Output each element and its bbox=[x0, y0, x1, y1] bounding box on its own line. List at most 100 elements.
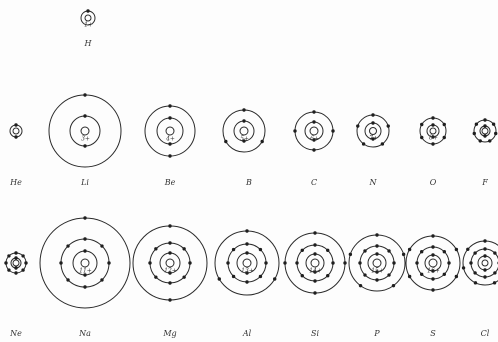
atom-be: 4+ Be bbox=[145, 104, 195, 187]
electron bbox=[312, 110, 315, 113]
electron bbox=[14, 251, 17, 254]
nucleus bbox=[81, 127, 89, 135]
electron bbox=[493, 281, 496, 284]
nuclear-charge-label: 4+ bbox=[165, 136, 175, 143]
electron bbox=[313, 231, 316, 234]
electron-shell bbox=[285, 233, 345, 293]
electron bbox=[168, 251, 171, 254]
electron bbox=[420, 273, 423, 276]
electron bbox=[7, 268, 10, 271]
electron bbox=[168, 154, 171, 157]
electron bbox=[443, 250, 446, 253]
electron bbox=[242, 108, 245, 111]
atom-s: 16+S bbox=[406, 234, 460, 338]
electron bbox=[375, 233, 378, 236]
atom-c: 6+C bbox=[293, 110, 334, 187]
electron bbox=[83, 216, 86, 219]
electron bbox=[473, 271, 476, 274]
electron bbox=[59, 261, 62, 264]
electron bbox=[313, 279, 316, 282]
electron bbox=[475, 122, 478, 125]
electron bbox=[24, 261, 27, 264]
electron bbox=[371, 113, 374, 116]
atom-si: 14+Si bbox=[283, 231, 346, 338]
nuclear-charge-label: 8+ bbox=[429, 135, 438, 142]
electron bbox=[483, 239, 486, 242]
atom-cl: Cl bbox=[462, 239, 498, 338]
electron bbox=[431, 253, 434, 256]
electron bbox=[408, 248, 411, 251]
electron-shell bbox=[10, 125, 22, 137]
element-symbol: Al bbox=[242, 329, 252, 338]
element-symbol: P bbox=[373, 329, 380, 338]
nuclear-charge-label: 16+ bbox=[427, 268, 440, 275]
electron bbox=[264, 261, 267, 264]
nuclear-charge-label: 3+ bbox=[81, 136, 90, 143]
electron bbox=[242, 119, 245, 122]
electron bbox=[182, 247, 185, 250]
electron bbox=[331, 261, 334, 264]
electron bbox=[483, 275, 486, 278]
electron bbox=[154, 247, 157, 250]
element-symbol: Be bbox=[164, 178, 176, 187]
nucleus bbox=[13, 128, 19, 134]
nucleus bbox=[166, 127, 174, 135]
electron bbox=[326, 274, 329, 277]
nuclear-charge-label: 15+ bbox=[371, 268, 384, 275]
electron bbox=[431, 288, 434, 291]
electron bbox=[188, 261, 191, 264]
electron bbox=[474, 281, 477, 284]
electron bbox=[483, 254, 486, 257]
electron bbox=[469, 261, 472, 264]
electron bbox=[313, 252, 316, 255]
electron bbox=[443, 136, 446, 139]
electron bbox=[431, 123, 434, 126]
element-symbol: He bbox=[9, 178, 22, 187]
electron bbox=[226, 261, 229, 264]
electron bbox=[14, 266, 17, 269]
electron bbox=[359, 284, 362, 287]
nuclear-charge-label: 12+ bbox=[164, 268, 177, 275]
electron bbox=[312, 148, 315, 151]
atom-n: 7+N bbox=[356, 113, 390, 187]
electron bbox=[483, 134, 486, 137]
electron bbox=[349, 253, 352, 256]
atom-mg: 12+Mg bbox=[133, 224, 207, 338]
electron bbox=[218, 277, 221, 280]
electron bbox=[224, 140, 227, 143]
electron bbox=[415, 261, 418, 264]
electron bbox=[14, 123, 17, 126]
electron bbox=[363, 249, 366, 252]
electron bbox=[375, 244, 378, 247]
electron-shell bbox=[295, 112, 333, 150]
nucleus bbox=[166, 259, 174, 267]
electron bbox=[402, 253, 405, 256]
element-symbol: C bbox=[311, 178, 317, 187]
electron-shell bbox=[349, 235, 405, 291]
electron bbox=[7, 254, 10, 257]
nucleus bbox=[430, 128, 436, 134]
electron bbox=[182, 275, 185, 278]
nucleus bbox=[13, 260, 19, 266]
nucleus bbox=[429, 259, 437, 267]
electron bbox=[313, 243, 316, 246]
electron bbox=[21, 268, 24, 271]
electron bbox=[168, 281, 171, 284]
electron bbox=[168, 142, 171, 145]
electron bbox=[107, 261, 110, 264]
electron bbox=[83, 144, 86, 147]
electron bbox=[455, 248, 458, 251]
electron bbox=[245, 251, 248, 254]
electron bbox=[493, 251, 496, 254]
nucleus bbox=[311, 259, 319, 267]
electron bbox=[260, 140, 263, 143]
electron bbox=[492, 122, 495, 125]
electron bbox=[14, 256, 17, 259]
element-symbol: H bbox=[84, 39, 93, 48]
electron bbox=[100, 244, 103, 247]
electron bbox=[392, 261, 395, 264]
atom-al: 13+Al bbox=[215, 229, 279, 338]
electron bbox=[462, 266, 465, 269]
nuclear-charge-label: 14+ bbox=[309, 268, 322, 275]
electron bbox=[358, 261, 361, 264]
